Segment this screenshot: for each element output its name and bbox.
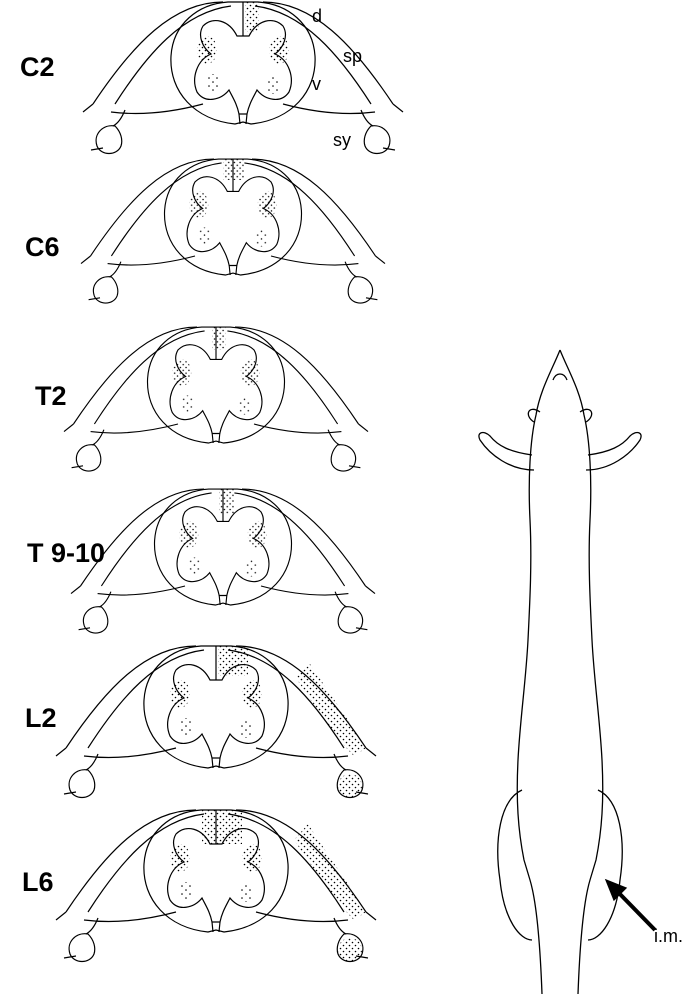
level-label-l2: L2 [25,703,57,733]
section-c6 [81,159,385,303]
level-label-l6: L6 [22,867,54,897]
section-t9-10 [71,489,375,633]
level-label-t9-10: T 9-10 [27,538,105,568]
level-label-t2: T2 [35,381,67,411]
section-l6 [56,810,376,962]
rat-illustration [479,350,655,994]
section-l2 [56,646,376,798]
annotation-im: i.m. [654,926,683,946]
section-t2 [64,327,368,471]
annotation-sp: sp [343,46,362,66]
annotation-d: d [312,6,322,26]
annotation-sy: sy [333,130,351,150]
section-c2 [83,2,403,154]
annotation-v: v [312,74,321,94]
level-label-c6: C6 [25,232,60,262]
level-label-c2: C2 [20,52,55,82]
